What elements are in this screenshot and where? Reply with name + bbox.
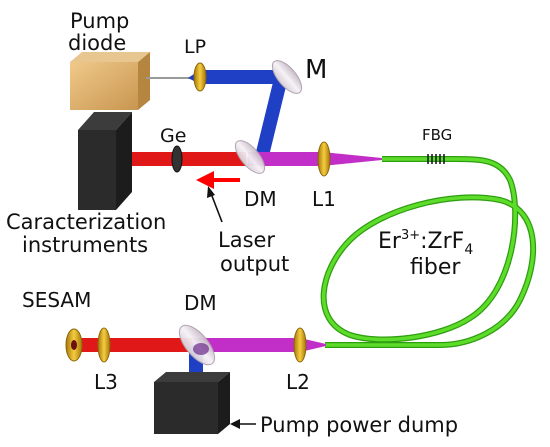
label-l3: L3 bbox=[94, 370, 118, 394]
label-pump-diode-2: diode bbox=[68, 31, 126, 55]
label-ge: Ge bbox=[160, 125, 186, 147]
laser-output-pointer-arrow bbox=[207, 186, 223, 223]
label-characterization-2: instruments bbox=[22, 233, 148, 257]
pump-beam-lp-to-m bbox=[188, 70, 282, 84]
pump-dump-box-icon bbox=[154, 372, 230, 434]
label-dm-bottom: DM bbox=[184, 291, 217, 315]
pump-dump-pointer-arrow bbox=[230, 419, 256, 429]
label-m: M bbox=[305, 55, 327, 85]
label-fiber: fiber bbox=[410, 255, 461, 280]
label-laser-output-1: Laser bbox=[218, 228, 275, 252]
l3-lens-icon bbox=[97, 327, 111, 363]
label-pump-diode-1: Pump bbox=[70, 9, 129, 33]
ge-filter-icon bbox=[171, 145, 183, 173]
pump-beam-m-to-dm bbox=[254, 70, 290, 160]
label-fiber-type: Er3+:ZrF4 bbox=[378, 228, 473, 258]
label-sesam: SESAM bbox=[22, 288, 91, 312]
label-lp: LP bbox=[184, 36, 206, 58]
label-l2: L2 bbox=[286, 370, 310, 394]
mixed-beam-dm-to-fiber bbox=[248, 152, 382, 166]
l1-lens-icon bbox=[317, 141, 331, 177]
label-fbg: FBG bbox=[422, 126, 452, 144]
label-l1: L1 bbox=[312, 187, 336, 211]
sesam-icon bbox=[65, 328, 83, 362]
dichroic-mirror-top-icon bbox=[234, 140, 266, 174]
fbg-grating-icon bbox=[427, 154, 445, 164]
mirror-m-icon bbox=[271, 60, 303, 94]
mixed-beam-dm-to-fiber-bottom bbox=[192, 338, 326, 352]
laser-output-red-arrow bbox=[196, 171, 240, 189]
label-pump-dump: Pump power dump bbox=[260, 413, 458, 437]
instruments-box-icon bbox=[78, 112, 132, 210]
fiber-loop-highlight bbox=[322, 157, 535, 347]
laser-beam-sesam-to-dm bbox=[80, 338, 192, 352]
label-characterization-1: Caracterization bbox=[6, 210, 166, 234]
label-dm-top: DM bbox=[244, 187, 277, 211]
label-laser-output-2: output bbox=[220, 252, 289, 276]
l2-lens-icon bbox=[293, 327, 307, 363]
lp-lens-icon bbox=[193, 62, 207, 92]
pump-diode-icon bbox=[70, 52, 150, 110]
dichroic-mirror-bottom-icon bbox=[178, 324, 216, 366]
